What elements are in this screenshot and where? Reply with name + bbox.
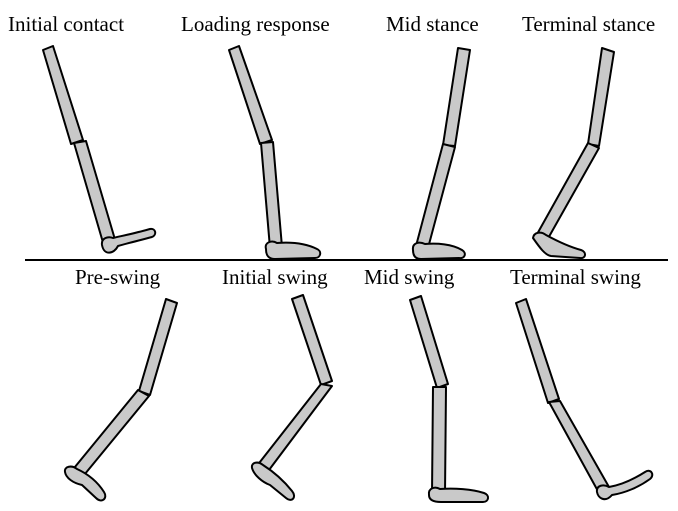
shank — [255, 383, 333, 475]
shank — [69, 389, 150, 481]
shank — [535, 142, 600, 243]
shank — [431, 386, 447, 495]
thigh — [442, 47, 471, 147]
thigh — [228, 45, 273, 145]
label-loading-response: Loading response — [181, 12, 330, 36]
shank — [548, 400, 610, 494]
leg-initial-swing — [250, 294, 333, 501]
thigh — [515, 298, 560, 404]
leg-mid-swing — [409, 295, 489, 503]
leg-loading-response — [228, 45, 322, 260]
shank — [73, 140, 117, 247]
label-initial-swing: Initial swing — [222, 265, 328, 289]
foot — [532, 231, 586, 260]
foot — [411, 241, 466, 260]
thigh — [587, 47, 615, 147]
leg-initial-contact — [42, 45, 157, 254]
thigh — [138, 298, 178, 396]
label-terminal-stance: Terminal stance — [522, 12, 655, 36]
leg-terminal-swing — [515, 298, 654, 501]
foot — [264, 240, 322, 260]
thigh — [42, 45, 84, 145]
leg-mid-stance — [411, 47, 471, 260]
thigh — [291, 294, 333, 386]
foot — [250, 461, 296, 501]
label-mid-stance: Mid stance — [386, 12, 479, 36]
label-mid-swing: Mid swing — [364, 265, 455, 289]
shank — [260, 141, 283, 249]
leg-pre-swing — [63, 298, 178, 502]
label-terminal-swing: Terminal swing — [510, 265, 641, 289]
leg-terminal-stance — [532, 47, 615, 260]
shank — [415, 143, 456, 249]
label-initial-contact: Initial contact — [8, 12, 124, 36]
foot — [595, 469, 654, 501]
foot — [63, 465, 107, 502]
foot — [427, 486, 489, 503]
label-pre-swing: Pre-swing — [75, 265, 161, 289]
foot — [100, 227, 157, 254]
thigh — [409, 295, 449, 389]
